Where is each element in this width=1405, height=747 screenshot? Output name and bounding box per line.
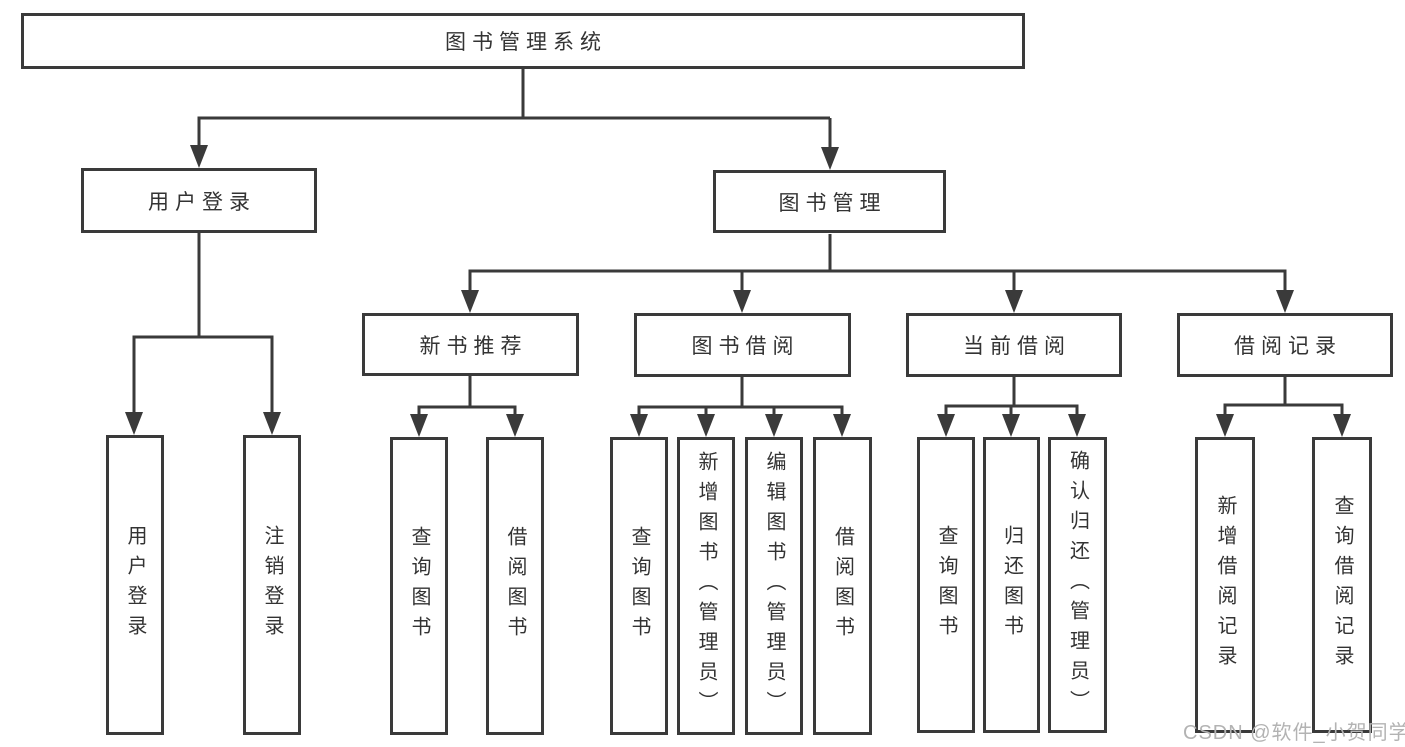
- arrowhead: [937, 414, 955, 437]
- connector-borrow-records-to-leaves: [1216, 377, 1351, 437]
- leaf-label: 查询借阅记录: [1331, 495, 1353, 675]
- arrowhead: [1002, 414, 1020, 437]
- leaf-label: 查询图书: [935, 525, 957, 645]
- connector-user-login-to-leaves: [125, 233, 281, 435]
- arrowhead: [506, 414, 524, 437]
- node-leaf-borrow-books-rec: 借阅图书: [486, 437, 544, 735]
- node-leaf-add-borrow-record: 新增借阅记录: [1195, 437, 1255, 733]
- arrowhead: [190, 145, 208, 168]
- leaf-label: 新增图书（管理员）: [695, 451, 717, 721]
- leaf-label: 新增借阅记录: [1214, 495, 1236, 675]
- arrowhead: [1276, 290, 1294, 313]
- connector-root-to-level2: [190, 69, 839, 170]
- leaf-label: 确认归还（管理员）: [1066, 450, 1089, 720]
- node-book-mgmt: 图书管理: [713, 170, 946, 233]
- node-leaf-return-books: 归还图书: [983, 437, 1040, 733]
- arrowhead: [125, 412, 143, 435]
- connector-current-borrow-to-leaves: [937, 377, 1086, 437]
- leaf-label: 查询图书: [408, 526, 430, 646]
- node-leaf-user-login: 用户登录: [106, 435, 164, 735]
- node-leaf-borrow-books: 借阅图书: [813, 437, 872, 735]
- node-leaf-query-books-borrow: 查询图书: [610, 437, 668, 735]
- node-leaf-logout: 注销登录: [243, 435, 301, 735]
- node-borrow-records: 借阅记录: [1177, 313, 1393, 377]
- node-leaf-query-books-current: 查询图书: [917, 437, 975, 733]
- arrowhead: [733, 290, 751, 313]
- arrowhead: [1333, 414, 1351, 437]
- arrowhead: [1068, 414, 1086, 437]
- node-new-book-rec: 新书推荐: [362, 313, 579, 376]
- arrowhead: [1005, 290, 1023, 313]
- leaf-label: 编辑图书（管理员）: [763, 451, 785, 721]
- node-leaf-edit-books-admin: 编辑图书（管理员）: [745, 437, 803, 735]
- arrowhead: [1216, 414, 1234, 437]
- arrowhead: [833, 414, 851, 437]
- node-leaf-query-borrow-record: 查询借阅记录: [1312, 437, 1372, 733]
- arrowhead: [461, 290, 479, 313]
- leaf-label: 借阅图书: [504, 526, 526, 646]
- node-leaf-add-books-admin: 新增图书（管理员）: [677, 437, 735, 735]
- arrowhead: [630, 414, 648, 437]
- arrowhead: [697, 414, 715, 437]
- connector-new-book-rec-to-leaves: [410, 375, 524, 437]
- connector-book-mgmt-to-level3: [461, 234, 1294, 313]
- arrowhead: [410, 414, 428, 437]
- node-current-borrow: 当前借阅: [906, 313, 1122, 377]
- connector-book-borrow-to-leaves: [630, 377, 851, 437]
- node-leaf-query-books-rec: 查询图书: [390, 437, 448, 735]
- leaf-label: 注销登录: [261, 525, 283, 645]
- node-book-borrow: 图书借阅: [634, 313, 851, 377]
- node-root: 图书管理系统: [21, 13, 1025, 69]
- arrowhead: [765, 414, 783, 437]
- leaf-label: 用户登录: [124, 525, 146, 645]
- node-user-login: 用户登录: [81, 168, 317, 233]
- node-leaf-confirm-return-admin: 确认归还（管理员）: [1048, 437, 1107, 733]
- csdn-watermark: CSDN @软件_小贺同学: [1183, 722, 1405, 744]
- leaf-label: 归还图书: [1000, 525, 1023, 645]
- leaf-label: 查询图书: [628, 526, 650, 646]
- leaf-label: 借阅图书: [831, 526, 854, 646]
- arrowhead: [263, 412, 281, 435]
- arrowhead: [821, 147, 839, 170]
